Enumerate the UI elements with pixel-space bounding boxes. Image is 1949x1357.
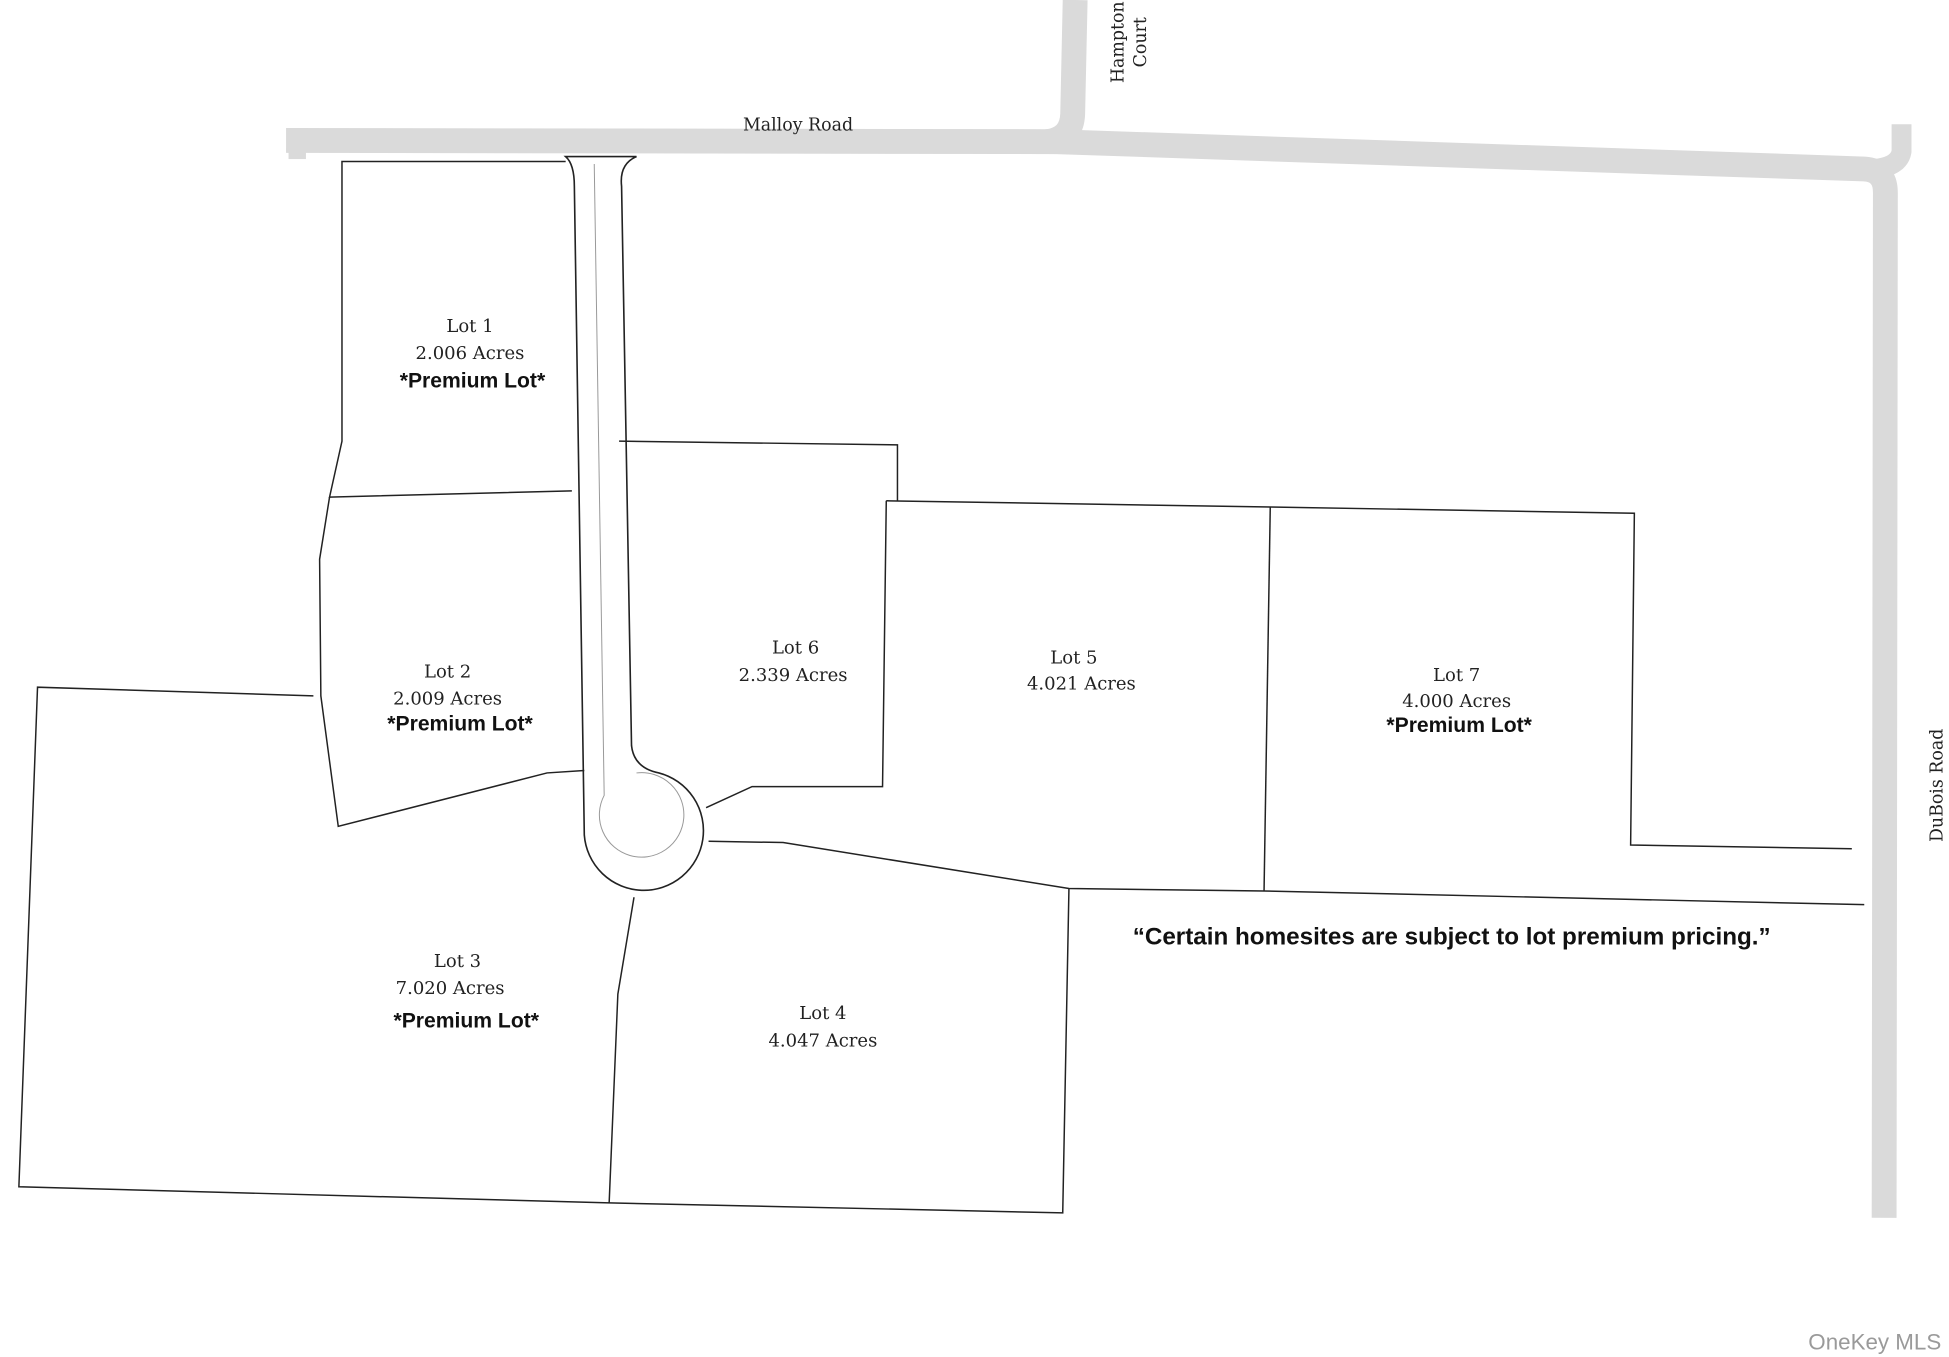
lot-boundaries [18, 160, 1865, 1214]
lot-name: Lot 4 [799, 1003, 846, 1024]
lot-name: Lot 6 [772, 638, 819, 659]
premium-badge: *Premium Lot* [394, 1010, 540, 1033]
lot-6-label: Lot 6 2.339 Acres [739, 638, 848, 686]
cul-de-sac-road [563, 155, 705, 892]
dubois-road-north [1872, 124, 1912, 179]
malloy-road-label: Malloy Road [743, 115, 853, 135]
lot-1-label: Lot 1 2.006 Acres *Premium Lot* [400, 316, 546, 393]
lot-acres: 2.009 Acres [393, 689, 502, 710]
premium-pricing-note: “Certain homesites are subject to lot pr… [1133, 923, 1771, 950]
onekey-mls-watermark: OneKey MLS [1808, 1330, 1941, 1355]
lot-name: Lot 2 [424, 661, 471, 682]
lot-name: Lot 7 [1433, 665, 1480, 686]
lot-name: Lot 5 [1050, 648, 1097, 669]
premium-badge: *Premium Lot* [1386, 714, 1532, 737]
lot-7-label: Lot 7 4.000 Acres *Premium Lot* [1386, 665, 1532, 737]
lot-name: Lot 1 [446, 316, 493, 337]
lot-5-label: Lot 5 4.021 Acres [1027, 648, 1136, 695]
road-stub [288, 146, 306, 160]
lot-name: Lot 3 [434, 951, 481, 972]
lot-2-label: Lot 2 2.009 Acres *Premium Lot* [387, 661, 533, 735]
lot-acres: 4.000 Acres [1402, 691, 1511, 712]
lot-acres: 4.021 Acres [1027, 674, 1136, 695]
lot-3-label: Lot 3 7.020 Acres *Premium Lot* [394, 951, 540, 1033]
lot-acres: 2.339 Acres [739, 665, 848, 686]
lot-acres: 2.006 Acres [416, 343, 525, 364]
dubois-road-label: DuBois Road [1928, 729, 1948, 842]
hampton-label-line1: Hampton [1109, 1, 1129, 83]
lot-acres: 4.047 Acres [768, 1030, 877, 1051]
lot-acres: 7.020 Acres [396, 978, 505, 999]
premium-badge: *Premium Lot* [400, 370, 546, 393]
premium-badge: *Premium Lot* [387, 713, 533, 736]
hampton-court-road [1044, 0, 1088, 155]
hampton-label-line2: Court [1131, 17, 1151, 67]
lot-4-label: Lot 4 4.047 Acres [768, 1003, 877, 1051]
